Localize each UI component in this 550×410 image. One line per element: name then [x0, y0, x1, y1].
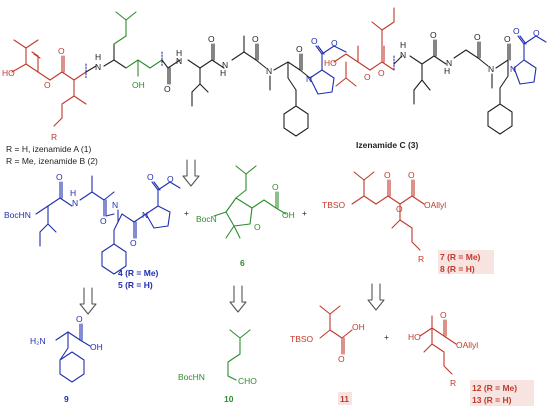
- ester-oxygen-label: O: [331, 38, 338, 48]
- c9-hydroxyl: OH: [90, 342, 103, 352]
- aldehyde-label: CHO: [238, 376, 257, 386]
- compound-9-structure: H₂N O OH 9: [30, 314, 103, 404]
- proline-n-label: N: [306, 74, 312, 84]
- amide-n-c2: N: [446, 58, 452, 68]
- c78-oxygen-3: O: [408, 170, 415, 180]
- plus-sign-3: +: [384, 332, 389, 342]
- statine-hydroxyl-label: OH: [132, 80, 145, 90]
- compound-6-structure: BocN O O OH 6: [196, 165, 295, 268]
- amine-label: H₂N: [30, 336, 46, 346]
- c1213-hydroxyl: HO: [408, 332, 421, 342]
- compound-10-structure: BocHN CHO 10: [178, 329, 257, 404]
- c45-amide-h: H: [70, 188, 76, 198]
- carbonyl-oxygen-c1: O: [378, 68, 385, 78]
- compound-6-label: 6: [240, 258, 245, 268]
- ester-oxygen-c: O: [364, 72, 371, 82]
- plus-sign-1: +: [184, 208, 189, 218]
- izenamide-c-caption: Izenamide C (3): [356, 140, 419, 150]
- carbonyl-oxygen-3: O: [208, 34, 215, 44]
- ester-carbonyl-c: O: [513, 26, 520, 36]
- compound-9-label: 9: [64, 394, 69, 404]
- amide-h-c1: H: [400, 40, 406, 50]
- boc-hn-label: BocHN: [4, 210, 31, 220]
- carbonyl-oxygen-2: O: [164, 84, 171, 94]
- hydroxy-c-label: HO: [324, 58, 337, 68]
- amide-n3-label: N: [222, 60, 228, 70]
- c11-tbso: TBSO: [290, 334, 314, 344]
- compound-13-label: 13 (R = H): [472, 395, 512, 405]
- carbonyl-oxygen-4: O: [252, 34, 259, 44]
- c45-oxygen-2: O: [100, 216, 107, 226]
- compound-5-label: 5 (R = H): [118, 280, 153, 290]
- c11-oxygen: O: [338, 354, 345, 364]
- oallyl-label: OAllyl: [424, 200, 446, 210]
- amide-n2-label: N: [176, 56, 182, 66]
- ring-oxygen-label: O: [254, 222, 261, 232]
- c1213-r: R: [450, 378, 456, 388]
- c45-amide-n: N: [72, 198, 78, 208]
- methyl-n-label: N: [266, 66, 272, 76]
- acid-carbonyl-label: O: [272, 182, 279, 192]
- c45-proline-n: N: [142, 210, 148, 220]
- c45-oxygen-3: O: [130, 238, 137, 248]
- proline-n-c: N: [510, 64, 516, 74]
- c10-boc-hn: BocHN: [178, 372, 205, 382]
- hydroxy-label: HO: [2, 68, 15, 78]
- compound-7-label: 7 (R = Me): [440, 252, 481, 262]
- ester-carbonyl-label: O: [311, 36, 318, 46]
- c45-methyl-n: N: [112, 200, 118, 210]
- compound-7-8-label-bg: [438, 250, 494, 274]
- carbonyl-oxygen-label: O: [58, 46, 65, 56]
- izenamide-ab-structure: HO O O R H N OH: [2, 11, 347, 166]
- compound-4-5-structure: BocHN O H N O N O N O O 4 (R = Me) 5 (R …: [4, 172, 181, 290]
- retro-arrow-2: [79, 287, 97, 315]
- ester-oxygen-label: O: [44, 80, 51, 90]
- tbso-label: TBSO: [322, 200, 346, 210]
- amide-n-label: N: [95, 62, 101, 72]
- izenamide-b-caption: R = Me, izenamide B (2): [6, 156, 98, 166]
- boc-n-label: BocN: [196, 214, 217, 224]
- c1213-oallyl: OAllyl: [456, 340, 478, 350]
- retro-arrow-1: [182, 159, 200, 187]
- retro-arrow-4: [367, 283, 385, 311]
- c78-oxygen-1: O: [384, 170, 391, 180]
- amide-h2-label: H: [176, 48, 182, 58]
- compound-12-13-label-bg: [470, 380, 534, 406]
- izenamide-c-structure: HO O O H N O H N O N O: [324, 7, 547, 150]
- c78-oxygen-2: O: [396, 204, 403, 214]
- compound-4-label: 4 (R = Me): [118, 268, 159, 278]
- compound-8-label: 8 (R = H): [440, 264, 475, 274]
- retro-arrow-3: [229, 285, 247, 313]
- carbonyl-oxygen-c2: O: [430, 30, 437, 40]
- c11-hydroxyl: OH: [352, 322, 365, 332]
- c45-oxygen-5: O: [167, 174, 174, 184]
- c9-oxygen: O: [76, 314, 83, 324]
- compound-12-label: 12 (R = Me): [472, 383, 517, 393]
- carbonyl-oxygen-5: O: [296, 44, 303, 54]
- compound-12-13-structure: HO O OAllyl R 12 (R = Me) 13 (R = H): [408, 310, 534, 406]
- c1213-oxygen: O: [440, 310, 447, 320]
- compound-11-structure: TBSO O OH 11: [290, 305, 365, 405]
- r-group-label: R: [51, 132, 57, 142]
- izenamide-a-caption: R = H, izenamide A (1): [6, 144, 91, 154]
- carbonyl-oxygen-c4: O: [504, 34, 511, 44]
- methyl-n-c: N: [488, 64, 494, 74]
- acid-hydroxyl-label: OH: [282, 210, 295, 220]
- compound-7-8-structure: TBSO O O O OAllyl R 7 (R = Me) 8 (R = H): [322, 170, 494, 274]
- amide-h-label: H: [95, 52, 101, 62]
- c78-r-label: R: [418, 254, 424, 264]
- amide-n-c1: N: [400, 50, 406, 60]
- compound-11-label: 11: [340, 394, 349, 404]
- ester-oxygen-c: O: [533, 28, 540, 38]
- compound-10-label: 10: [224, 394, 234, 404]
- amide-h3-label: H: [220, 68, 226, 78]
- compound-11-label-bg: [338, 392, 352, 405]
- amide-h-c2: H: [444, 66, 450, 76]
- c45-oxygen-4: O: [147, 172, 154, 182]
- carbonyl-oxygen-c3: O: [474, 32, 481, 42]
- plus-sign-2: +: [302, 208, 307, 218]
- c45-oxygen-1: O: [56, 172, 63, 182]
